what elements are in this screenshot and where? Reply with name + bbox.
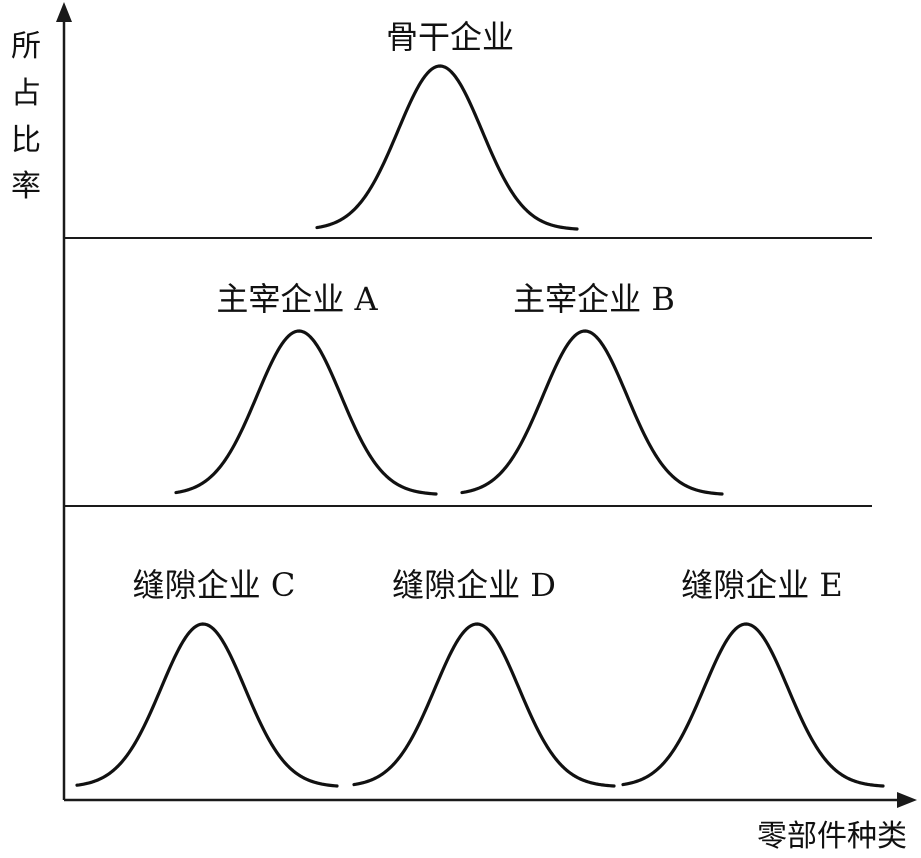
label-niche-enterprise-d: 缝隙企业 D	[392, 566, 556, 604]
curve-dominant-enterprise-b	[460, 329, 724, 496]
label-dominant-enterprise-a: 主宰企业 A	[216, 280, 378, 318]
label-dominant-enterprise-b: 主宰企业 B	[513, 280, 675, 318]
label-niche-enterprise-e: 缝隙企业 E	[681, 566, 843, 604]
curve-dominant-enterprise-a	[174, 329, 438, 496]
label-backbone-enterprise: 骨干企业	[386, 18, 514, 56]
y-axis-arrow-icon	[56, 2, 72, 22]
label-niche-enterprise-c: 缝隙企业 C	[133, 566, 296, 604]
curve-niche-enterprise-e	[621, 622, 885, 788]
x-axis-arrow-icon	[897, 792, 917, 808]
x-axis-label: 零部件种类	[757, 819, 907, 854]
curve-niche-enterprise-d	[352, 622, 616, 788]
y-axis-label-char-1: 所	[11, 29, 41, 64]
y-axis-label-char-4: 率	[11, 169, 41, 204]
curve-backbone-enterprise	[315, 64, 579, 231]
curve-niche-enterprise-c	[75, 622, 339, 788]
y-axis-label-char-2: 占	[11, 76, 41, 111]
y-axis-label-char-3: 比	[11, 123, 41, 158]
